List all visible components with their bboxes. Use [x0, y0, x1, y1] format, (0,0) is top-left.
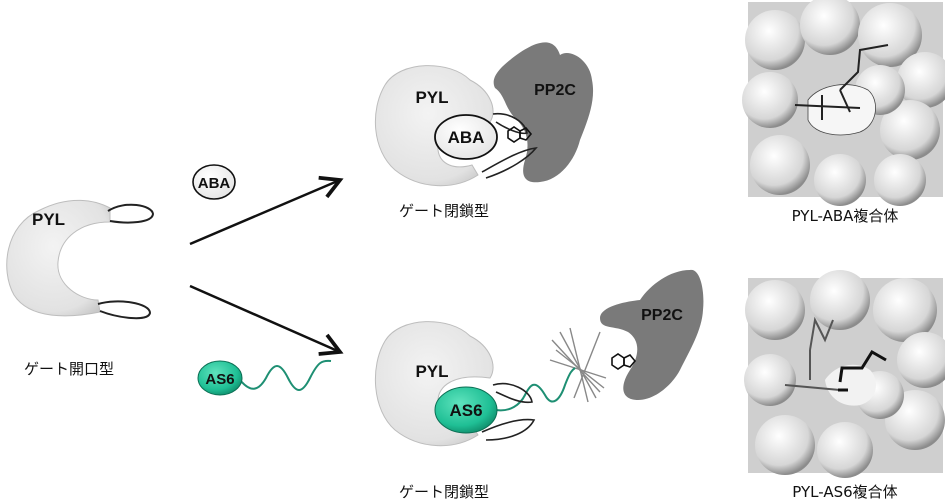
aba-ligand-label: ABA: [198, 175, 231, 192]
as6-complex: PP2C PYL AS6: [374, 269, 704, 447]
aba-complex: PP2C PYL ABA: [374, 42, 594, 187]
pyl-label-bottom: PYL: [415, 362, 448, 381]
as6-bound: [434, 386, 498, 434]
pyl-open-upper-loop: [107, 203, 155, 224]
gate-loop-top-2: [481, 146, 538, 179]
as6-complex-caption: ゲート閉鎖型: [399, 483, 489, 501]
aba-ligand: ABA: [192, 164, 236, 200]
as6-ligand: AS6: [197, 359, 332, 396]
as6-ligand-label: AS6: [205, 371, 234, 388]
pyl-open-shape: [6, 199, 111, 317]
pyl-as6-structure-image: [744, 270, 945, 478]
pp2c-label-bottom: PP2C: [641, 307, 683, 324]
pyl-aba-caption: PYL-ABA複合体: [792, 207, 899, 225]
pyl-label-top: PYL: [415, 88, 448, 107]
aba-complex-caption: ゲート閉鎖型: [399, 202, 489, 220]
pp2c-shape-bottom: [600, 269, 704, 400]
pyl-aba-structure-image: [742, 0, 945, 206]
pyl-open-label: PYL: [32, 210, 65, 229]
gate-loop-top-1: [492, 112, 528, 135]
pp2c-label-top: PP2C: [534, 82, 576, 99]
trp-ring-icon: [507, 126, 533, 143]
arrow-right-up-icon: [189, 175, 344, 246]
as6-bound-label: AS6: [449, 401, 482, 420]
pyl-closed-shape-bottom: [374, 321, 494, 447]
pp2c-shape-top: [493, 42, 594, 183]
gate-loop-bottom-2: [481, 418, 536, 441]
pyl-as6-caption: PYL-AS6複合体: [792, 483, 897, 501]
pyl-open-state: PYL: [6, 199, 155, 320]
aba-bound: [434, 114, 498, 160]
as6-bound-tail: [495, 367, 576, 412]
trp-ring-icon: [611, 353, 637, 370]
pyl-open-lower-loop: [97, 300, 152, 320]
gate-loop-bottom-1: [492, 383, 533, 404]
arrow-right-down-icon: [189, 284, 344, 356]
steric-clash-icon: [549, 327, 607, 403]
aba-bound-label: ABA: [448, 128, 485, 147]
open-state-caption: ゲート開口型: [24, 360, 114, 378]
as6-tail: [239, 359, 332, 391]
